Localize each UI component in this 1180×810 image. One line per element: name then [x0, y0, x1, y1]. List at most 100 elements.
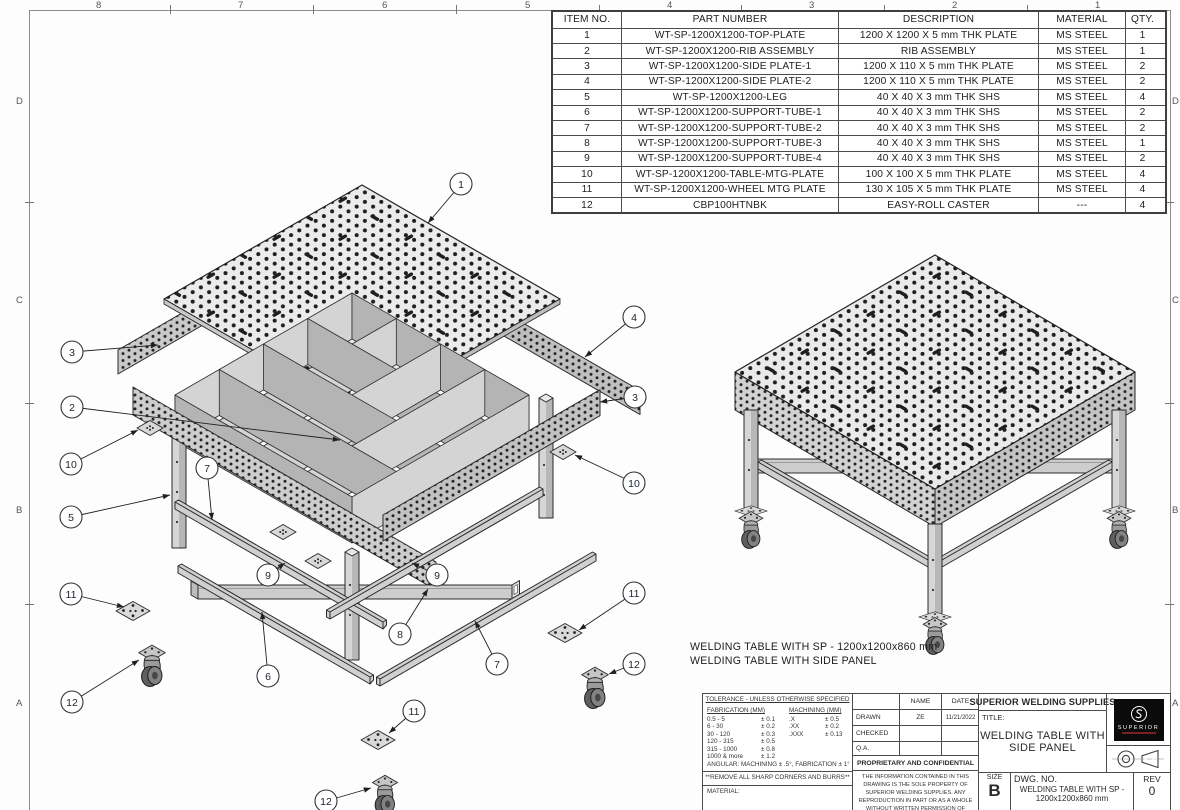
balloon: 12 [314, 789, 338, 810]
tol-value: ± 0.1 [761, 716, 775, 723]
bom-cell: WT-SP-1200X1200-SUPPORT-TUBE-3 [622, 136, 839, 151]
bom-cell: MS STEEL [1039, 167, 1126, 182]
bom-cell: WT-SP-1200X1200-TABLE-MTG-PLATE [622, 167, 839, 182]
tol-range: 1000 & more [707, 753, 744, 761]
company-name: SUPERIOR WELDING SUPPLIES [969, 694, 1115, 711]
svg-text:11: 11 [629, 588, 640, 600]
svg-text:8: 8 [397, 629, 403, 641]
bom-cell: MS STEEL [1039, 182, 1126, 197]
zone-row-label: D [1172, 96, 1179, 107]
balloon: 11 [402, 699, 426, 723]
assembled-view [734, 254, 1136, 655]
tol-value: ± 0.8 [761, 745, 775, 753]
svg-text:11: 11 [409, 706, 420, 718]
balloon: 3 [623, 385, 647, 409]
size-cell: SIZE B [979, 773, 1011, 810]
zone-tick [1165, 604, 1174, 605]
balloon: 7 [485, 652, 509, 676]
approval-role: DRAWN [856, 714, 881, 721]
zone-row-label: A [1172, 698, 1179, 709]
tolerance-heading: TOLERANCE - UNLESS OTHERWISE SPECIFIED [705, 696, 850, 703]
balloon: 8 [388, 622, 412, 646]
svg-text:5: 5 [68, 512, 74, 524]
bom-cell: EASY-ROLL CASTER [839, 197, 1039, 213]
tolerance-row: 120 - 315± 0.5 [703, 738, 852, 745]
zone-column-label: 6 [382, 0, 388, 11]
dwg-label: DWG. NO. [1014, 774, 1057, 784]
approval-date: 11/21/2022 [941, 710, 979, 725]
svg-text:7: 7 [204, 463, 210, 475]
bom-cell: WT-SP-1200X1200-SUPPORT-TUBE-2 [622, 120, 839, 136]
balloon: 10 [622, 471, 646, 495]
tol-range: .XX [789, 723, 800, 731]
svg-text:4: 4 [631, 312, 637, 324]
zone-tick [741, 5, 742, 14]
balloon: 1 [449, 172, 473, 196]
tolerance-row: 6 - 30± 0.2.XX± 0.2 [703, 723, 852, 730]
bom-cell: MS STEEL [1039, 43, 1126, 59]
drawing-title-line2: SIDE PANEL [1009, 742, 1076, 754]
zone-row-label: D [16, 96, 23, 107]
tol-range: 120 - 315 [707, 738, 734, 746]
bom-header-row: ITEM NO. PART NUMBER DESCRIPTION MATERIA… [553, 12, 1165, 28]
proprietary-text: THE INFORMATION CONTAINED IN THIS DRAWIN… [858, 774, 973, 810]
bom-cell: 40 X 40 X 3 mm THK SHS [839, 105, 1039, 120]
proprietary-heading: PROPRIETARY AND CONFIDENTIAL [853, 756, 978, 771]
approval-name: ZE [899, 710, 941, 725]
bom-cell: CBP100HTNBK [622, 197, 839, 213]
assembled-caption-line2: WELDING TABLE WITH SIDE PANEL [690, 655, 877, 667]
bom-cell: 8 [553, 136, 622, 151]
bom-cell: 2 [1139, 61, 1146, 73]
balloon: 5 [59, 505, 83, 529]
material-label: MATERIAL: [703, 784, 852, 808]
logo-text: SUPERIOR [1117, 724, 1160, 731]
tol-value: ± 0.2 [825, 723, 839, 731]
zone-row-label: B [1172, 505, 1179, 516]
exploded-view [115, 184, 641, 810]
machining-header: MACHINING (MM) [789, 707, 842, 714]
approvals-block: NAME DATE DRAWN ZE 11/21/2022 CHECKED Q.… [853, 694, 979, 810]
bom-cell: 2 [553, 43, 622, 59]
bom-cell: 4 [1139, 184, 1146, 196]
zone-tick [1027, 5, 1028, 14]
balloon: 10 [59, 452, 83, 476]
bom-cell: 4 [1139, 91, 1146, 103]
zone-row-label: A [16, 698, 23, 709]
size-label: SIZE [986, 774, 1003, 781]
bom-cell: MS STEEL [1039, 151, 1126, 167]
svg-text:3: 3 [632, 392, 638, 404]
svg-text:1: 1 [458, 179, 464, 191]
bom-cell: 4 [1139, 168, 1146, 180]
bom-cell: 2 [1139, 107, 1146, 119]
svg-text:12: 12 [628, 659, 640, 671]
tolerance-row: 315 - 1000± 0.8 [703, 746, 852, 753]
bom-cell: WT-SP-1200X1200-WHEEL MTG PLATE [622, 182, 839, 197]
dwg-number-line2: 1200x1200x860 mm [1035, 794, 1109, 803]
svg-text:10: 10 [628, 478, 640, 490]
projection-symbol-cell [1106, 746, 1170, 773]
balloon: 11 [59, 582, 83, 606]
svg-text:3: 3 [69, 347, 75, 359]
bom-cell: 1200 X 110 X 5 mm THK PLATE [839, 59, 1039, 74]
balloon: 6 [256, 664, 280, 688]
approval-role: Q.A. [856, 745, 870, 752]
zone-column-label: 8 [96, 0, 102, 11]
zone-column-label: 2 [952, 0, 958, 11]
bom-cell: 1 [1139, 30, 1146, 42]
balloon-callouts: 1 4 3 2 3 10 7 10 5 9 9 11 11 8 12 6 7 1… [59, 172, 647, 810]
assembled-caption-line1: WELDING TABLE WITH SP - 1200x1200x860 mm [690, 641, 938, 653]
bom-cell: 1 [1139, 45, 1146, 57]
table-top [734, 254, 1136, 528]
bom-cell: 40 X 40 X 3 mm THK SHS [839, 90, 1039, 105]
name-header: NAME [899, 694, 941, 709]
date-header: DATE [941, 694, 979, 709]
logo-underline [1121, 732, 1156, 735]
approval-row: Q.A. [853, 742, 978, 756]
svg-text:9: 9 [265, 570, 271, 582]
support-tubes [174, 486, 597, 687]
bom-cell: 9 [553, 151, 622, 167]
bom-cell: WT-SP-1200X1200-SIDE PLATE-2 [622, 74, 839, 90]
